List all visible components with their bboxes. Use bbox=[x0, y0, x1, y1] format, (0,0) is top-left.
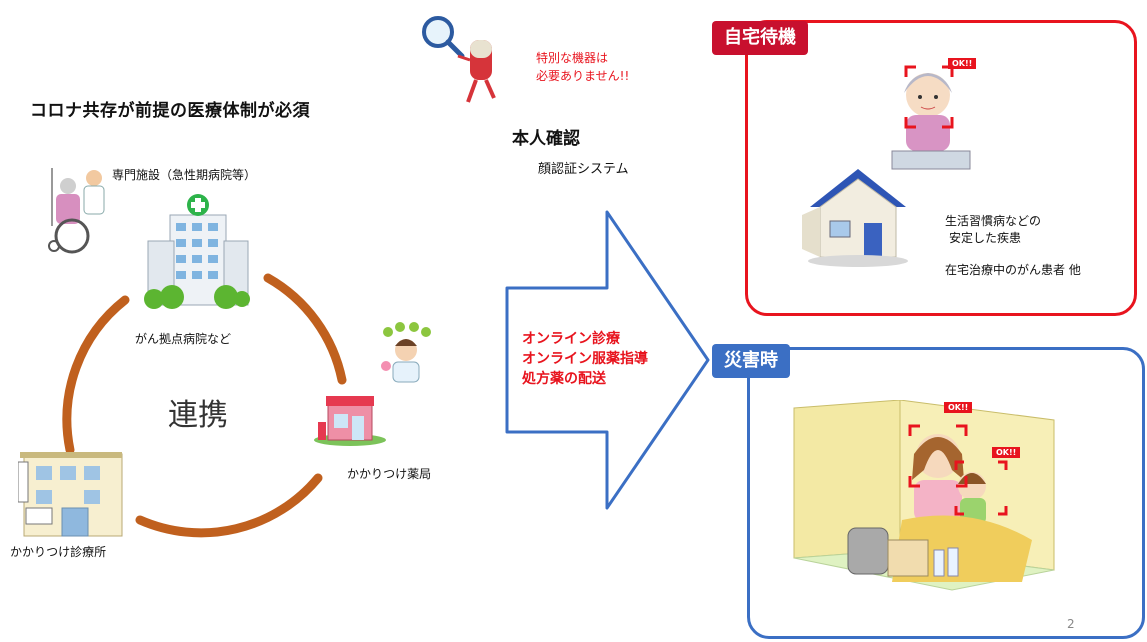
identity-subtitle: 顔認証システム bbox=[538, 162, 629, 177]
disaster-tag: 災害時 bbox=[712, 344, 790, 378]
cooperation-ring bbox=[62, 273, 347, 538]
clinic-building-icon bbox=[18, 452, 123, 537]
home-line-1: 生活習慣病などの bbox=[945, 214, 1042, 228]
special-equipment-line-1: 特別な機器は bbox=[536, 51, 609, 65]
arrow-item-online-medication: オンライン服薬指導 bbox=[522, 351, 648, 367]
magnifier-character-icon bbox=[422, 16, 496, 103]
wheelchair-icon bbox=[48, 168, 105, 254]
ring-arc-bottom-right bbox=[135, 473, 323, 538]
main-title: コロナ共存が前提の医療体制が必須 bbox=[30, 101, 310, 121]
pharmacist-icon bbox=[381, 322, 431, 383]
ring-arc-left bbox=[62, 295, 130, 455]
label-pharmacy: かかりつけ薬局 bbox=[347, 467, 432, 481]
special-equipment-line-2: 必要ありません!! bbox=[536, 69, 630, 83]
arrow-item-delivery: 処方薬の配送 bbox=[522, 371, 606, 387]
arrow-item-online-consult: オンライン診療 bbox=[522, 331, 620, 347]
label-cancer-hospital: がん拠点病院など bbox=[135, 332, 232, 346]
label-clinic: かかりつけ診療所 bbox=[10, 545, 107, 559]
label-specialized-facility: 専門施設（急性期病院等） bbox=[112, 168, 257, 182]
house-icon bbox=[802, 169, 908, 267]
elderly-woman-face-scan-icon bbox=[891, 65, 971, 170]
arrow-service-list: オンライン診療 オンライン服薬指導 処方薬の配送 bbox=[522, 329, 648, 389]
disaster-ok-badge-child: OK!! bbox=[992, 447, 1021, 458]
page-number: 2 bbox=[1067, 617, 1075, 631]
special-equipment-note: 特別な機器は 必要ありません!! bbox=[536, 49, 629, 85]
home-tag: 自宅待機 bbox=[712, 21, 808, 55]
disaster-ok-badge-mother: OK!! bbox=[944, 402, 973, 413]
disaster-panel bbox=[747, 347, 1145, 639]
home-line-2: 安定した疾患 bbox=[949, 231, 1022, 245]
home-conditions: 生活習慣病などの 安定した疾患 在宅治療中のがん患者 他 bbox=[945, 213, 1081, 279]
evacuation-shelter-illustration bbox=[793, 400, 1055, 591]
home-panel bbox=[745, 20, 1137, 316]
home-ok-badge: OK!! bbox=[948, 58, 977, 69]
identity-title: 本人確認 bbox=[512, 129, 580, 149]
big-right-arrow bbox=[505, 210, 710, 510]
pharmacy-shop-icon bbox=[314, 396, 386, 446]
cooperation-label: 連携 bbox=[168, 398, 228, 433]
ring-arc-top-right bbox=[263, 273, 347, 385]
hospital-building-icon bbox=[144, 194, 250, 309]
home-line-3: 在宅治療中のがん患者 他 bbox=[945, 263, 1081, 277]
